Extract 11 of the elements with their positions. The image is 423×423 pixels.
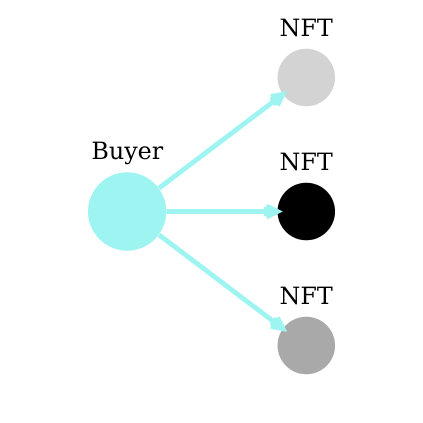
node-label: Buyer bbox=[90, 137, 163, 166]
node-circle bbox=[277, 182, 335, 240]
node-circle bbox=[87, 172, 166, 251]
node-circle bbox=[277, 316, 335, 374]
arrow bbox=[157, 232, 285, 332]
node-label: NFT bbox=[278, 282, 332, 310]
node-label: NFT bbox=[278, 14, 332, 42]
arrow bbox=[157, 92, 285, 190]
node-circle bbox=[277, 48, 335, 106]
arrow bbox=[166, 203, 280, 220]
node-label: NFT bbox=[278, 148, 332, 176]
